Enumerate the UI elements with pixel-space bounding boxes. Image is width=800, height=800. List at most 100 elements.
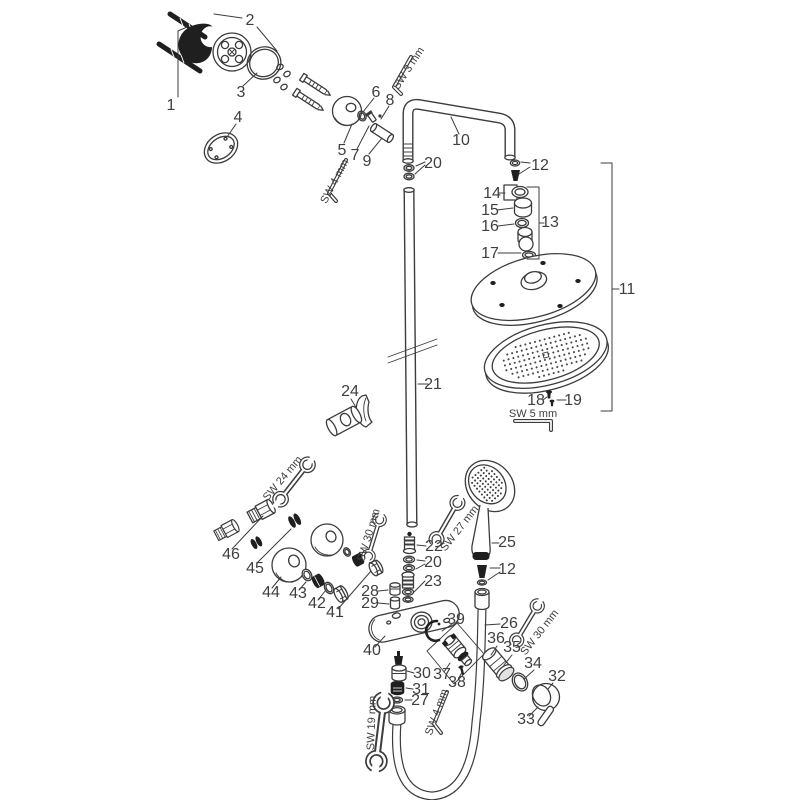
overhead-shower	[470, 253, 610, 432]
nut-41	[333, 585, 349, 603]
seal-rings-45-lower	[250, 536, 263, 550]
part-label-41: 41	[326, 604, 344, 621]
part-label-9: 9	[363, 153, 372, 170]
part-label-36: 36	[487, 630, 505, 647]
handle-32	[531, 682, 561, 727]
part-label-12-top: 12	[531, 157, 549, 174]
part-label-22: 22	[425, 538, 443, 555]
part-label-42: 42	[308, 595, 326, 612]
mixer-body	[368, 599, 460, 643]
part-label-45: 45	[246, 560, 264, 577]
part-label-28: 28	[361, 583, 379, 600]
inlet-fittings	[213, 498, 384, 603]
fixing-screw-a	[298, 72, 331, 96]
escutcheon-44-lower	[271, 547, 307, 583]
arm-mount-assembly	[291, 72, 395, 144]
connector-46-lower	[213, 518, 240, 542]
part-label-33: 33	[517, 711, 535, 728]
part-label-16: 16	[481, 218, 499, 235]
spray-plate	[483, 321, 610, 394]
allen-key-sw4-top-icon	[327, 158, 348, 203]
grub-screw-7	[365, 110, 377, 123]
tool-label-sw-19-mm: SW 19 mm	[365, 696, 379, 751]
tool-label-sw-3-mm: SW 3 mm	[391, 45, 427, 92]
part-label-7: 7	[351, 147, 360, 164]
leader-lines	[226, 72, 567, 717]
allen-key-sw5-icon	[513, 419, 553, 432]
part-label-43: 43	[289, 585, 307, 602]
part-label-12-mid: 12	[498, 561, 516, 578]
cartridge-assembly	[424, 619, 485, 685]
part-label-2: 2	[246, 12, 255, 29]
part-label-26: 26	[500, 615, 518, 632]
bracket-group-2	[213, 13, 278, 52]
part-label-17: 17	[481, 245, 499, 262]
part-label-25: 25	[498, 534, 516, 551]
part-label-44: 44	[262, 584, 280, 601]
allen-key-sw4-bottom-icon	[432, 690, 449, 735]
screw-washers	[273, 63, 291, 91]
part-label-39: 39	[447, 611, 465, 628]
part-label-27: 27	[411, 692, 429, 709]
wall-bracket-assembly	[156, 11, 291, 164]
part-label-31: 31	[412, 681, 430, 698]
connector-46-upper	[246, 498, 276, 524]
tool-label-sw-30-mm-right: SW 30 mm	[518, 607, 561, 657]
handshower-seal-12-mid	[476, 565, 488, 586]
part-label-6: 6	[372, 84, 381, 101]
head-connector-stack	[503, 184, 537, 260]
riser-pipe-21	[387, 187, 438, 528]
part-label-20-top: 20	[424, 155, 442, 172]
hose-connector	[474, 587, 490, 611]
part-label-30: 30	[413, 665, 431, 682]
part-label-29: 29	[361, 595, 379, 612]
part-label-37: 37	[433, 666, 451, 683]
part-label-24: 24	[341, 383, 359, 400]
part-label-34: 34	[524, 655, 542, 672]
arm-seal-12-top	[509, 159, 521, 181]
part-label-19: 19	[564, 392, 582, 409]
escutcheon-44-upper	[310, 523, 344, 557]
wall-plate	[178, 23, 213, 64]
part-label-8: 8	[386, 92, 395, 109]
hand-shower	[464, 459, 516, 560]
nut-31	[390, 680, 405, 696]
shower-arm	[402, 98, 516, 164]
tool-label-sw-30-mm-left: SW 30 mm	[355, 508, 382, 564]
fixing-screw-b	[291, 87, 324, 111]
bracket-group-1	[177, 26, 188, 98]
oring-42	[323, 581, 335, 595]
part-label-5: 5	[338, 142, 347, 159]
seal-stack-23	[401, 571, 415, 603]
retainer-clip-39	[424, 619, 441, 643]
handshower-nozzle-dots	[471, 466, 503, 502]
escutcheon-5	[331, 95, 363, 127]
handle-lever-33	[537, 705, 555, 727]
cover-plate-4	[203, 132, 239, 164]
check-valve-30	[391, 651, 407, 682]
part-label-18: 18	[527, 392, 545, 409]
part-label-4: 4	[234, 109, 243, 126]
head-screws-18-19	[546, 390, 555, 407]
screw-38	[458, 665, 465, 676]
arm-orings-20-top	[403, 164, 415, 181]
trim-ring-34	[511, 672, 529, 692]
part-label-40: 40	[363, 642, 381, 659]
filter-42	[311, 573, 325, 589]
spray-nozzle-dots	[502, 331, 590, 379]
slider-holder	[325, 394, 373, 437]
part-label-13: 13	[541, 214, 559, 231]
pin-8	[378, 114, 382, 118]
washer-43	[301, 568, 313, 582]
part-label-23: 23	[424, 573, 442, 590]
part-label-15: 15	[481, 202, 499, 219]
part-label-32: 32	[548, 668, 566, 685]
part-label-38: 38	[448, 674, 466, 691]
shower-hose	[391, 607, 487, 800]
part-label-3: 3	[237, 84, 246, 101]
part-label-20-mid: 20	[424, 554, 442, 571]
flow-regulator-22	[402, 531, 417, 555]
part-label-10: 10	[452, 132, 470, 149]
part-label-14: 14	[483, 185, 501, 202]
part-label-35: 35	[503, 639, 521, 656]
